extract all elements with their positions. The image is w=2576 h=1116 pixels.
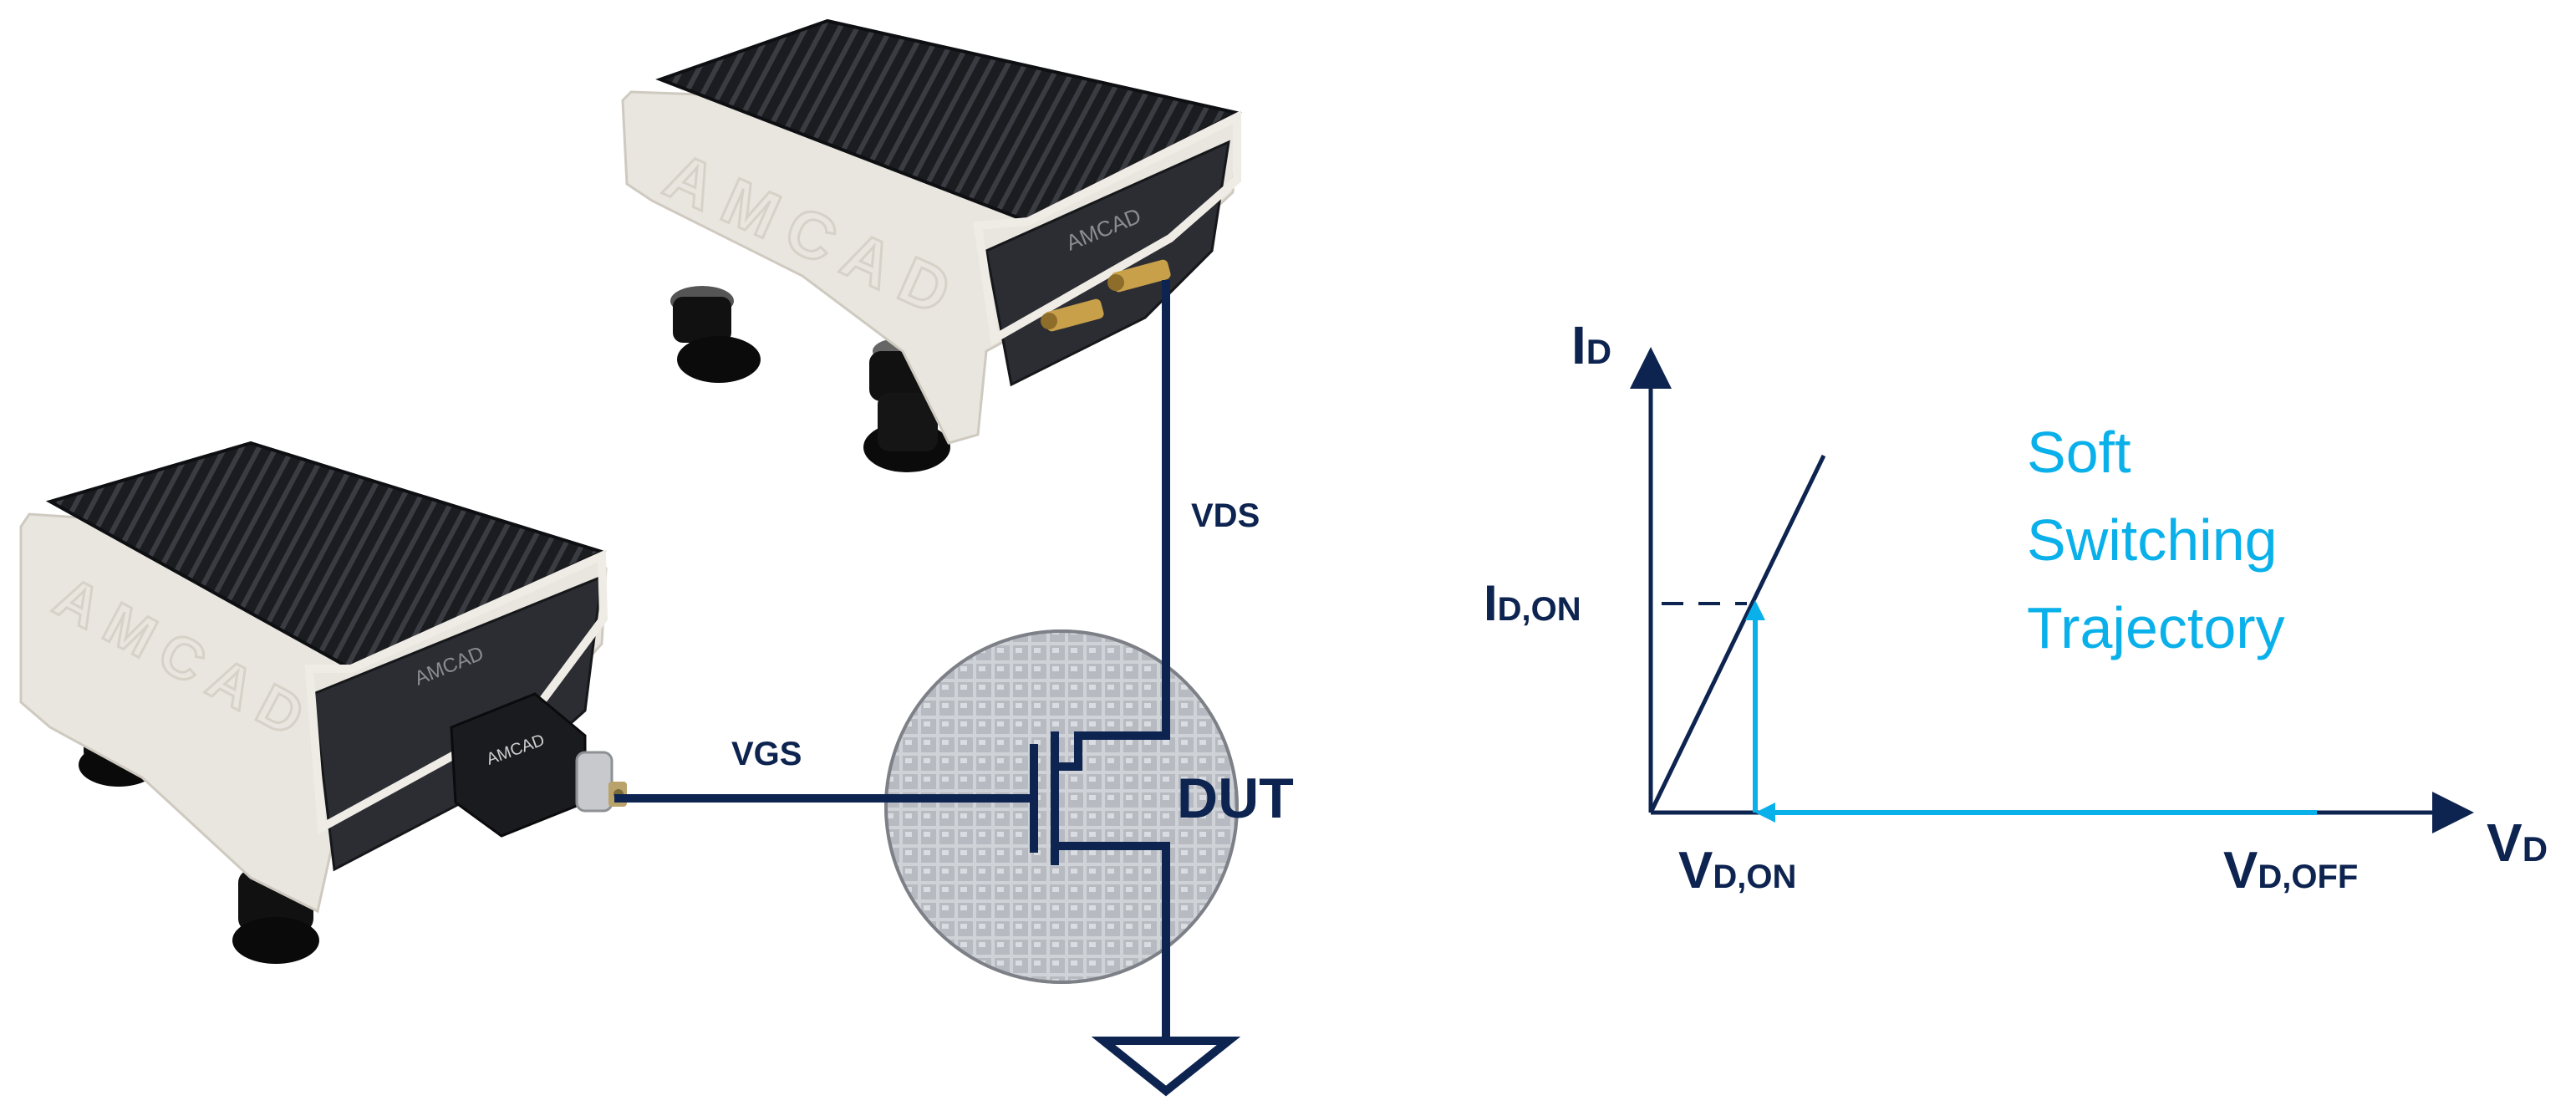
drain-wire (1074, 280, 1170, 771)
ground-symbol (1091, 1037, 1241, 1097)
y-axis-label: ID (1571, 315, 1611, 375)
id-on-label: ID,ON (1484, 575, 1581, 631)
vgs-label: VGS (731, 736, 802, 772)
trajectory-arrowhead-up (1745, 600, 1765, 620)
switching-graph: ID VD ID,ON VD,ON VD,OFF Soft Switching … (1484, 315, 2548, 899)
vd-off-label: VD,OFF (2223, 842, 2358, 899)
vds-label: VDS (1191, 497, 1260, 534)
source-wire (1051, 842, 1170, 1041)
dut-label: DUT (1177, 767, 1294, 830)
x-axis-label: VD (2487, 813, 2548, 873)
annotation-line-3: Trajectory (2027, 595, 2285, 660)
top-instrument-connectors (1041, 259, 1171, 332)
top-instrument: AMCAD AMCAD (621, 18, 1242, 472)
wafer (884, 629, 1239, 984)
bottom-instrument: AMCAD AMCAD AMCAD (19, 441, 627, 964)
annotation-line-1: Soft (2027, 420, 2131, 485)
trajectory-annotation: Soft Switching Trajectory (2027, 420, 2293, 660)
on-state-line (1648, 454, 1826, 814)
circuit (614, 280, 1170, 1041)
trajectory-arrowhead-left (1755, 803, 1775, 823)
annotation-line-2: Switching (2027, 507, 2278, 573)
vd-on-label: VD,ON (1678, 842, 1796, 899)
